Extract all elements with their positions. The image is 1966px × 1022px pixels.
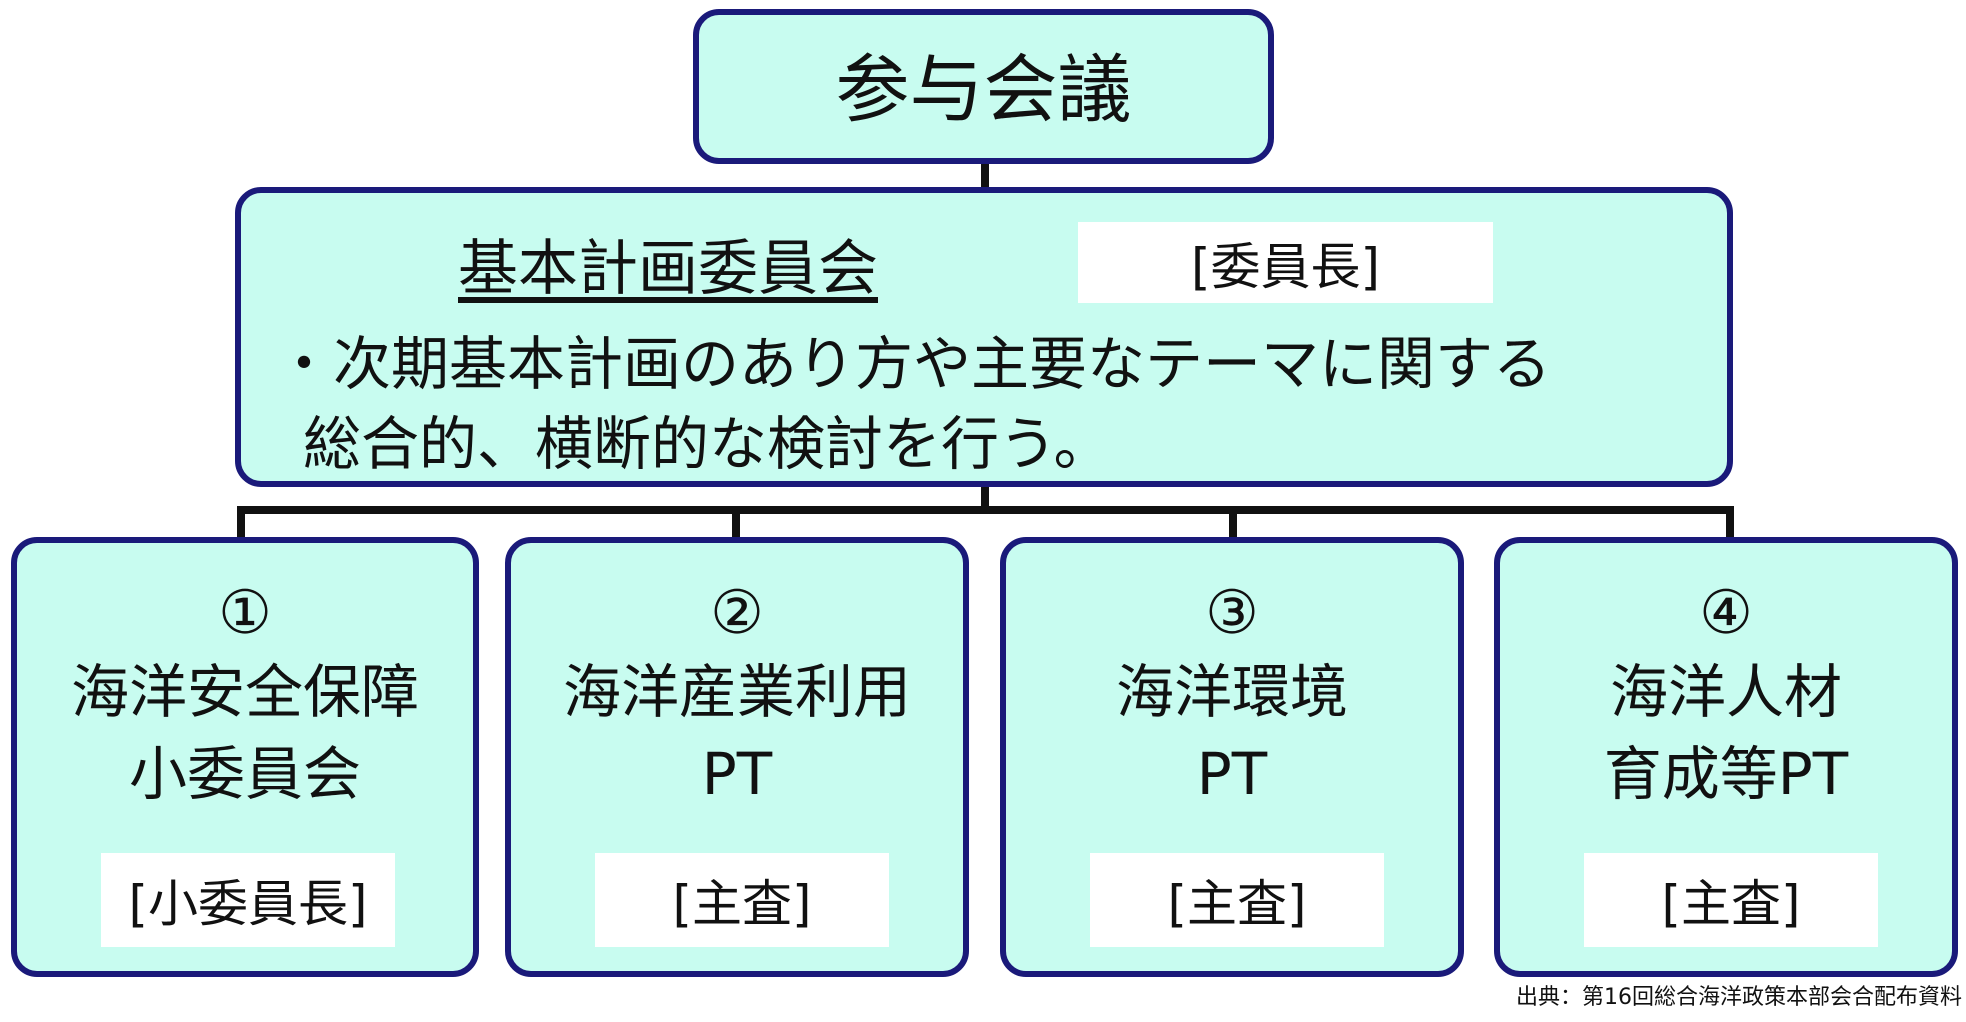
subgroup-box-3: ③ 海洋環境 PT [主査] — [1000, 537, 1464, 977]
subgroup-box-2: ② 海洋産業利用 PT [主査] — [505, 537, 969, 977]
connector-to-sub-3 — [1229, 506, 1237, 541]
subgroup-name-line: 海洋産業利用 — [562, 658, 911, 726]
subgroup-name: 海洋環境 PT — [1006, 651, 1458, 815]
subgroup-name-line: 海洋安全保障 — [70, 658, 419, 726]
subgroup-number: ② — [710, 578, 764, 648]
committee-chair-label: [委員長] — [1078, 222, 1493, 303]
committee-description: ・次期基本計画のあり方や主要なテーマに関する 総合的、横断的な検討を行う。 — [275, 324, 1551, 484]
connector-top-to-main — [981, 160, 989, 191]
subgroup-box-4: ④ 海洋人材 育成等PT [主査] — [1494, 537, 1958, 977]
subgroup-name-line: PT — [701, 740, 773, 808]
subgroup-name-line: 海洋人材 — [1609, 658, 1842, 726]
description-line: ・次期基本計画のあり方や主要なテーマに関する — [275, 330, 1552, 398]
subgroup-name-line: 育成等PT — [1603, 740, 1849, 808]
subgroup-number: ③ — [1205, 578, 1259, 648]
sanyo-kaigi-box: 参与会議 — [693, 9, 1274, 164]
subgroup-number: ① — [218, 578, 272, 648]
subgroup-role-label: [主査] — [595, 853, 889, 947]
committee-heading: 基本計画委員会 — [458, 234, 878, 304]
subgroup-number: ④ — [1699, 578, 1753, 648]
subgroup-role-label: [主査] — [1090, 853, 1384, 947]
subgroup-role-label: [主査] — [1584, 853, 1878, 947]
subgroup-name-line: PT — [1196, 740, 1268, 808]
source-note: 出典：第16回総合海洋政策本部会合配布資料 — [1516, 985, 1962, 1010]
connector-to-sub-1 — [237, 506, 245, 541]
connector-main-down — [981, 483, 989, 509]
connector-to-sub-4 — [1726, 506, 1734, 541]
description-line: 総合的、横断的な検討を行う。 — [303, 410, 1112, 478]
connector-horizontal-bus — [237, 506, 1734, 514]
subgroup-box-1: ① 海洋安全保障 小委員会 [小委員長] — [11, 537, 479, 977]
subgroup-name: 海洋安全保障 小委員会 — [17, 651, 473, 815]
top-box-title: 参与会議 — [835, 47, 1132, 133]
subgroup-name: 海洋人材 育成等PT — [1500, 651, 1952, 815]
subgroup-name-line: 小委員会 — [128, 740, 361, 808]
subgroup-name: 海洋産業利用 PT — [511, 651, 963, 815]
subgroup-name-line: 海洋環境 — [1115, 658, 1348, 726]
basic-plan-committee-box: 基本計画委員会 [委員長] ・次期基本計画のあり方や主要なテーマに関する 総合的… — [235, 187, 1733, 487]
subgroup-role-label: [小委員長] — [101, 853, 395, 947]
connector-to-sub-2 — [732, 506, 740, 541]
